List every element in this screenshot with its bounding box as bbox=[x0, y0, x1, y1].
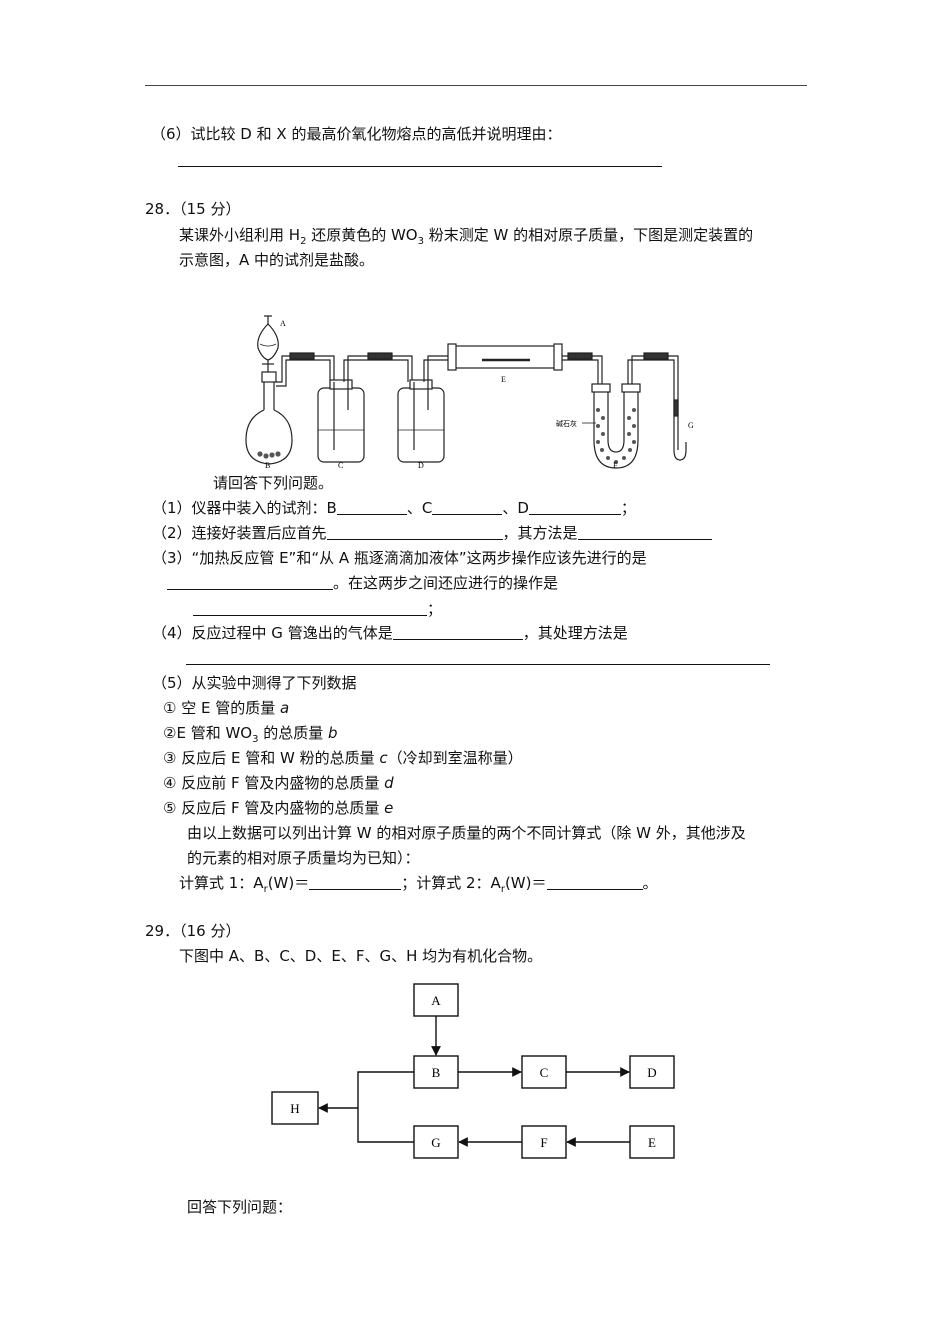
q28-sub5-item-4: ④ 反应前 F 管及内盛物的总质量 d bbox=[163, 774, 394, 792]
node-d bbox=[629, 1055, 675, 1089]
header-rule bbox=[145, 85, 807, 86]
node-g-label: G bbox=[431, 1135, 440, 1150]
flow-diagram: A B C D E F G H bbox=[271, 983, 675, 1159]
q29-answer-prompt: 回答下列问题： bbox=[187, 1198, 293, 1216]
u-tube-f bbox=[593, 390, 639, 469]
label-d: D bbox=[418, 461, 424, 470]
q28-intro: 某课外小组利用 H2 还原黄色的 WO3 粉末测定 W 的相对原子质量，下图是测… bbox=[179, 226, 754, 247]
blank-d[interactable] bbox=[528, 499, 621, 515]
q28-intro-line2: 示意图，A 中的试剂是盐酸。 bbox=[179, 251, 375, 269]
blank-between-op[interactable] bbox=[193, 600, 427, 616]
node-h-label: H bbox=[290, 1101, 299, 1116]
node-e-label: E bbox=[648, 1135, 656, 1150]
q28-sub5-item-2: ②E 管和 WO3 的总质量 b bbox=[163, 724, 338, 745]
q28-sub5-item-3: ③ 反应后 E 管和 W 粉的总质量 c（冷却到室温称量） bbox=[163, 749, 523, 767]
q28-sub5-item-1: ① 空 E 管的质量 a bbox=[163, 699, 290, 717]
q28-sub5-desc2: 的元素的相对原子质量均为已知）： bbox=[187, 849, 420, 867]
blank-gas[interactable] bbox=[392, 624, 523, 640]
bottle-c bbox=[317, 387, 365, 463]
funnel-a bbox=[257, 323, 279, 361]
q29-header: 29．（16 分） bbox=[145, 922, 241, 940]
label-a: A bbox=[280, 319, 286, 328]
q28-sub4: （4）反应过程中 G 管逸出的气体是，其处理方法是 bbox=[152, 624, 628, 642]
node-a-label: A bbox=[431, 993, 441, 1008]
q28-please-answer: 请回答下列问题。 bbox=[213, 474, 334, 492]
q28-header: 28．（15 分） bbox=[145, 200, 241, 218]
q28-sub3-line2: 。在这两步之间还应进行的操作是 bbox=[167, 573, 558, 593]
q28-sub5-formulas: 计算式 1：Ar(W)＝；计算式 2：Ar(W)＝。 bbox=[179, 874, 658, 895]
q6-text: （6）试比较 D 和 X 的最高价氧化物熔点的高低并说明理由： bbox=[151, 125, 562, 143]
q28-sub5-desc1: 由以上数据可以列出计算 W 的相对原子质量的两个不同计算式（除 W 外，其他涉及 bbox=[187, 824, 746, 842]
label-f: F bbox=[613, 461, 618, 470]
blank-first-op[interactable] bbox=[167, 574, 333, 590]
label-e: E bbox=[501, 375, 506, 384]
label-g: G bbox=[688, 421, 694, 430]
blank-first-step[interactable] bbox=[326, 524, 503, 540]
q28-sub2: （2）连接好装置后应首先，其方法是 bbox=[152, 523, 712, 543]
node-c-label: C bbox=[540, 1065, 549, 1080]
q29-intro: 下图中 A、B、C、D、E、F、G、H 均为有机化合物。 bbox=[179, 947, 543, 965]
tube-e bbox=[451, 345, 559, 369]
node-b-label: B bbox=[432, 1065, 441, 1080]
label-c: C bbox=[338, 461, 343, 470]
q28-sub3-line1: （3）“加热反应管 E”和“从 A 瓶逐滴滴加液体”这两步操作应该先进行的是 bbox=[152, 549, 647, 567]
node-d-label: D bbox=[647, 1065, 656, 1080]
q28-sub4-line2[interactable] bbox=[186, 648, 770, 668]
tube-g bbox=[673, 430, 687, 461]
blank-method[interactable] bbox=[577, 524, 712, 540]
blank-b[interactable] bbox=[336, 499, 407, 515]
label-b: B bbox=[265, 461, 270, 470]
blank-c[interactable] bbox=[432, 499, 503, 515]
blank-formula-2[interactable] bbox=[546, 874, 643, 890]
flask-b bbox=[245, 409, 293, 465]
bottle-d bbox=[397, 387, 445, 463]
apparatus-diagram: A B C D E F G 碱石灰 bbox=[245, 315, 694, 470]
q6-answer-blank[interactable] bbox=[178, 150, 662, 170]
node-f-label: F bbox=[540, 1135, 547, 1150]
q28-sub3-line3: ； bbox=[193, 599, 442, 619]
label-soda-lime: 碱石灰 bbox=[556, 419, 577, 428]
q28-sub5-title: （5）从实验中测得了下列数据 bbox=[152, 674, 357, 692]
blank-formula-1[interactable] bbox=[309, 874, 402, 890]
node-h bbox=[271, 1091, 319, 1125]
q28-sub5-item-5: ⑤ 反应后 F 管及内盛物的总质量 e bbox=[163, 799, 394, 817]
q28-sub1: （1）仪器中装入的试剂：B、C、D； bbox=[152, 499, 636, 517]
